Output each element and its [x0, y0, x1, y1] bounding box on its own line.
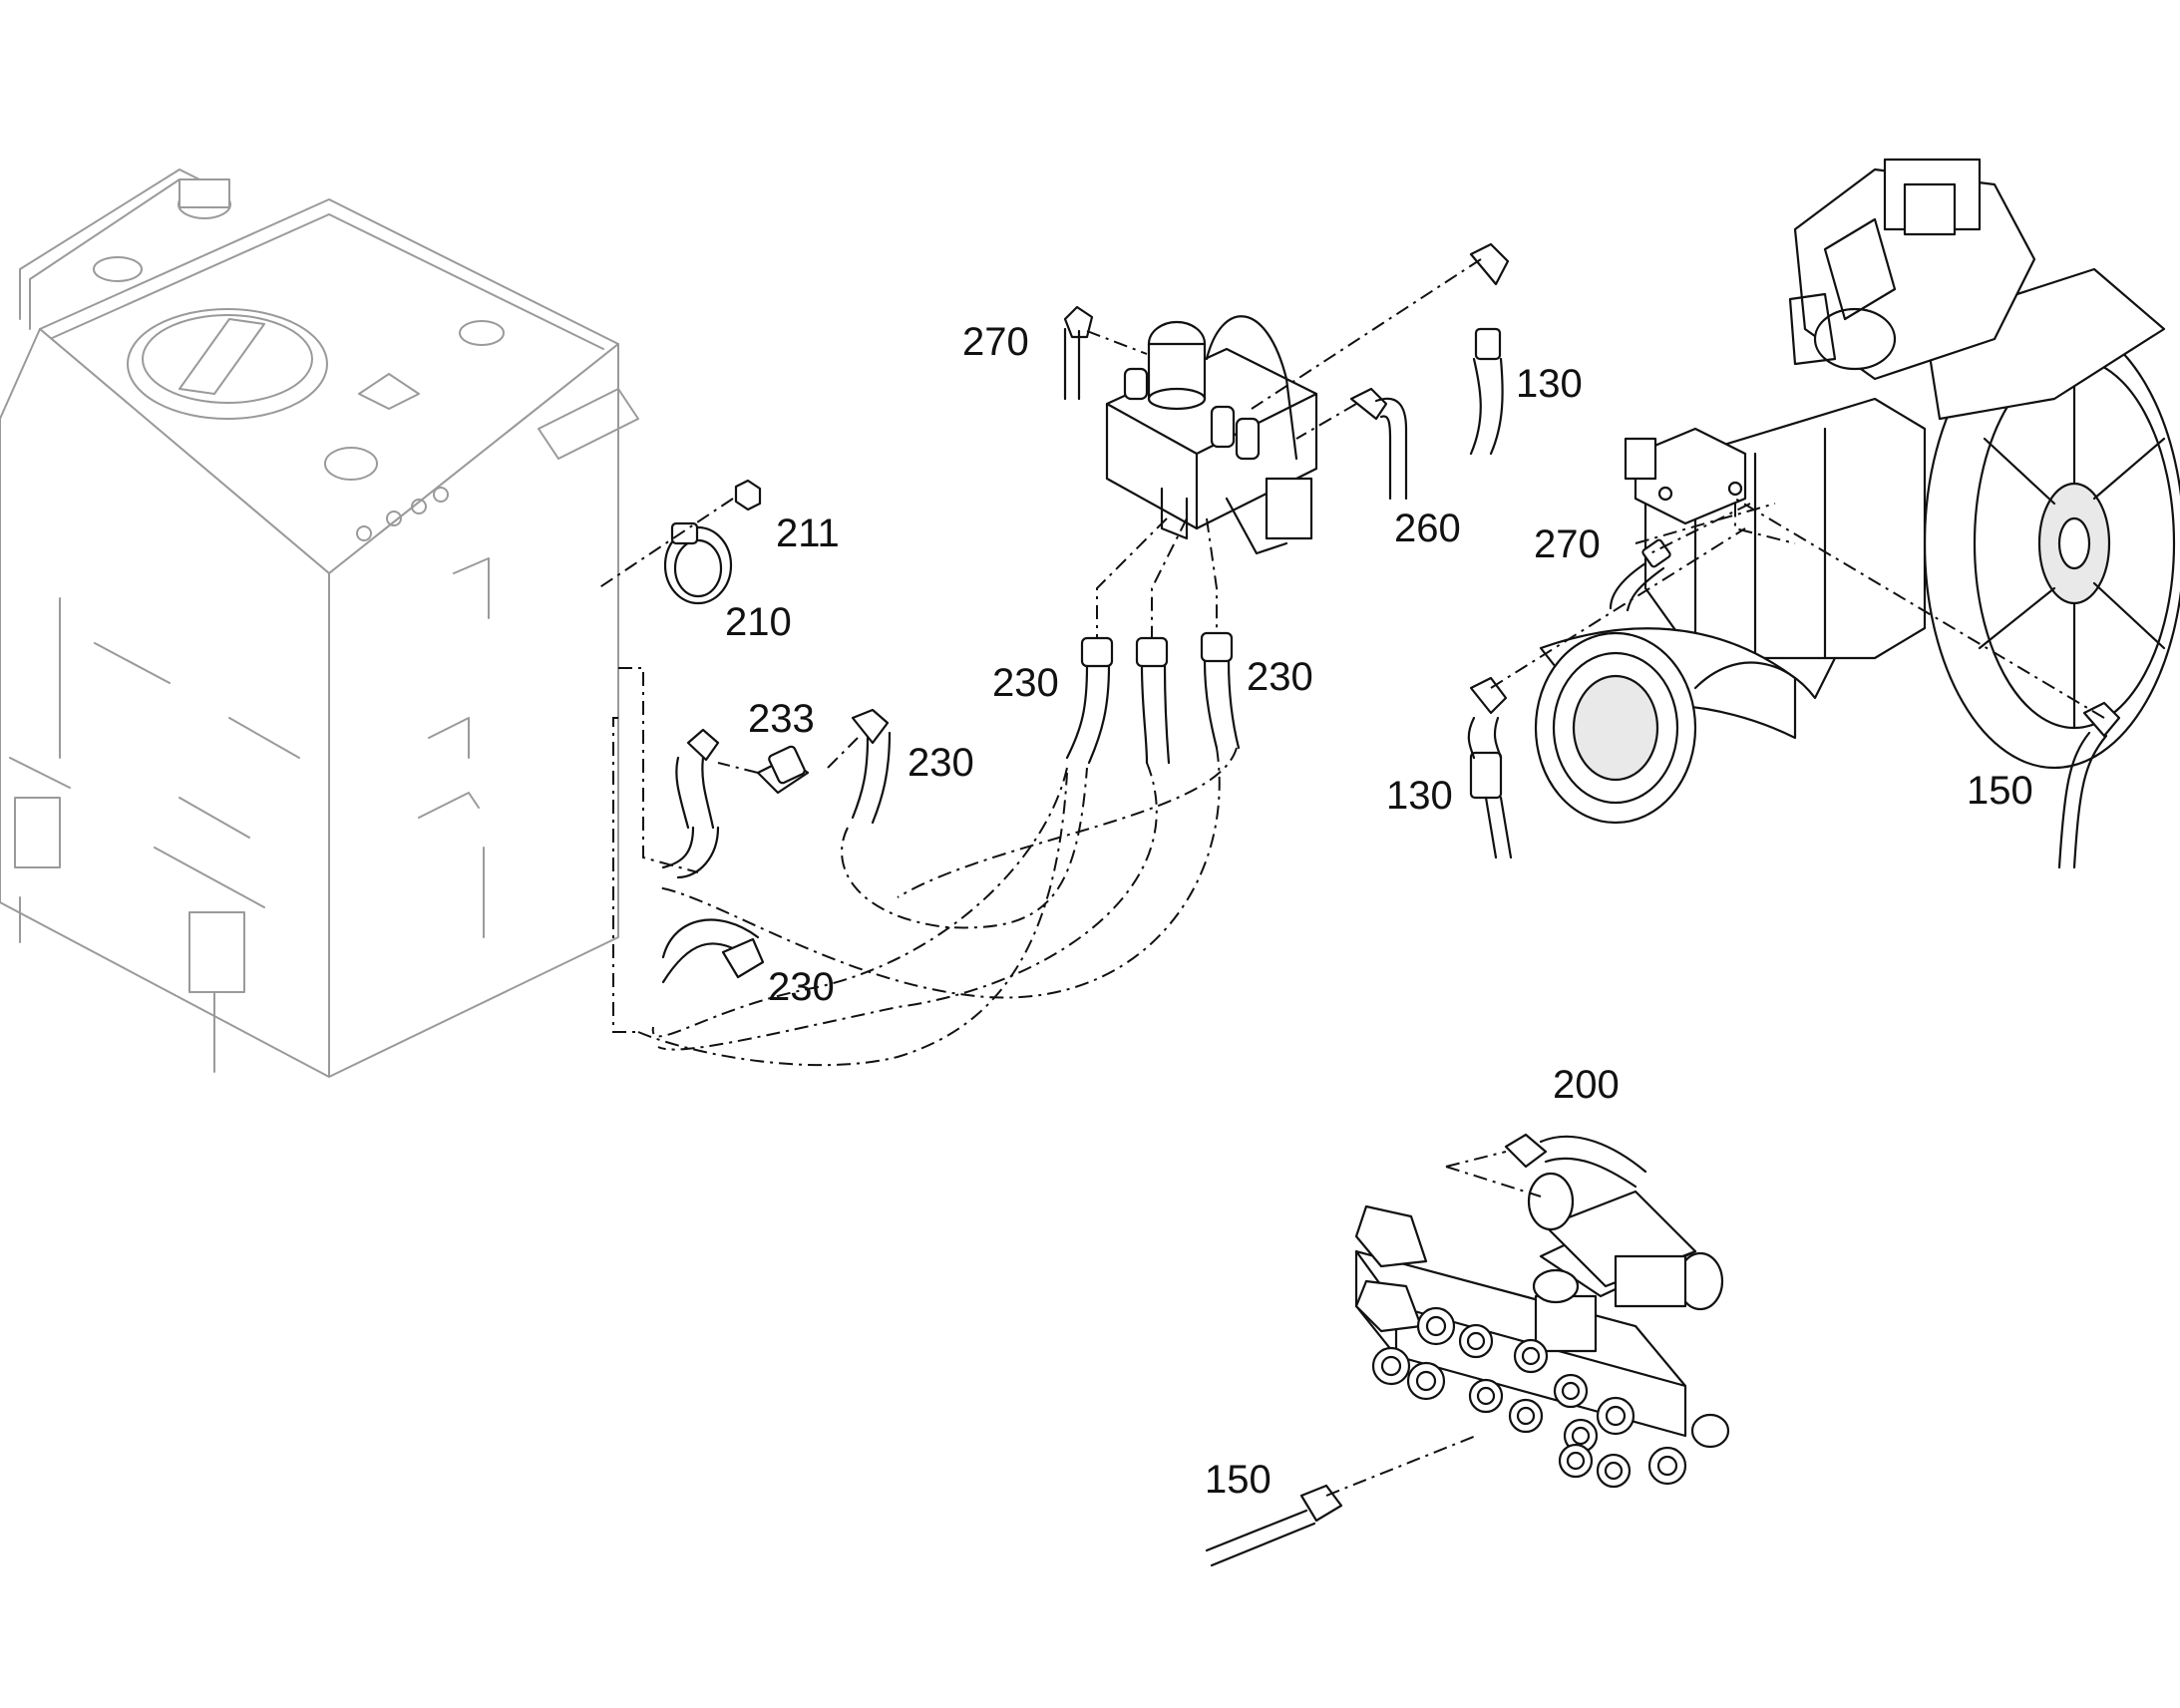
hose-270-top: [1063, 305, 1094, 401]
callout-230-b: 230: [992, 661, 1059, 705]
hose-230-a: [661, 728, 720, 879]
hose-230-c-trio: [1065, 631, 1241, 765]
callout-230-c: 230: [1247, 655, 1313, 699]
fitting-233: [756, 745, 810, 795]
callout-150-right: 150: [1967, 769, 2033, 813]
callout-260: 260: [1394, 507, 1461, 550]
callout-230-d: 230: [768, 965, 835, 1009]
hose-230-d: [661, 918, 765, 984]
callout-150-bottom: 150: [1205, 1458, 1272, 1502]
callout-230-a: 230: [908, 741, 974, 785]
connection-lines: [597, 258, 2105, 1497]
hose-200: [1504, 1133, 1647, 1189]
control-valve-block: [1105, 315, 1318, 555]
engine-pump-assembly: [1534, 158, 2180, 825]
callout-233: 233: [748, 697, 815, 741]
hose-260: [1349, 387, 1408, 501]
hose-130-right: [1467, 676, 1513, 859]
callout-270-right: 270: [1534, 522, 1601, 566]
callout-211: 211: [776, 512, 840, 555]
callout-200: 200: [1553, 1063, 1620, 1107]
callout-labels: 270 130 260 211 210 233 230 230 230 230 …: [725, 320, 2033, 1502]
callout-130-right: 130: [1386, 774, 1453, 818]
distribution-manifold: [1354, 1172, 1730, 1489]
callout-210: 210: [725, 600, 792, 644]
hose-230-b: [851, 708, 892, 825]
hydraulic-tank: [0, 169, 639, 1078]
nut-211: [734, 479, 762, 512]
hose-130-top: [1469, 242, 1510, 456]
clamp-210: [663, 521, 733, 605]
callout-270-top: 270: [962, 320, 1029, 364]
callout-130-top: 130: [1516, 362, 1583, 406]
